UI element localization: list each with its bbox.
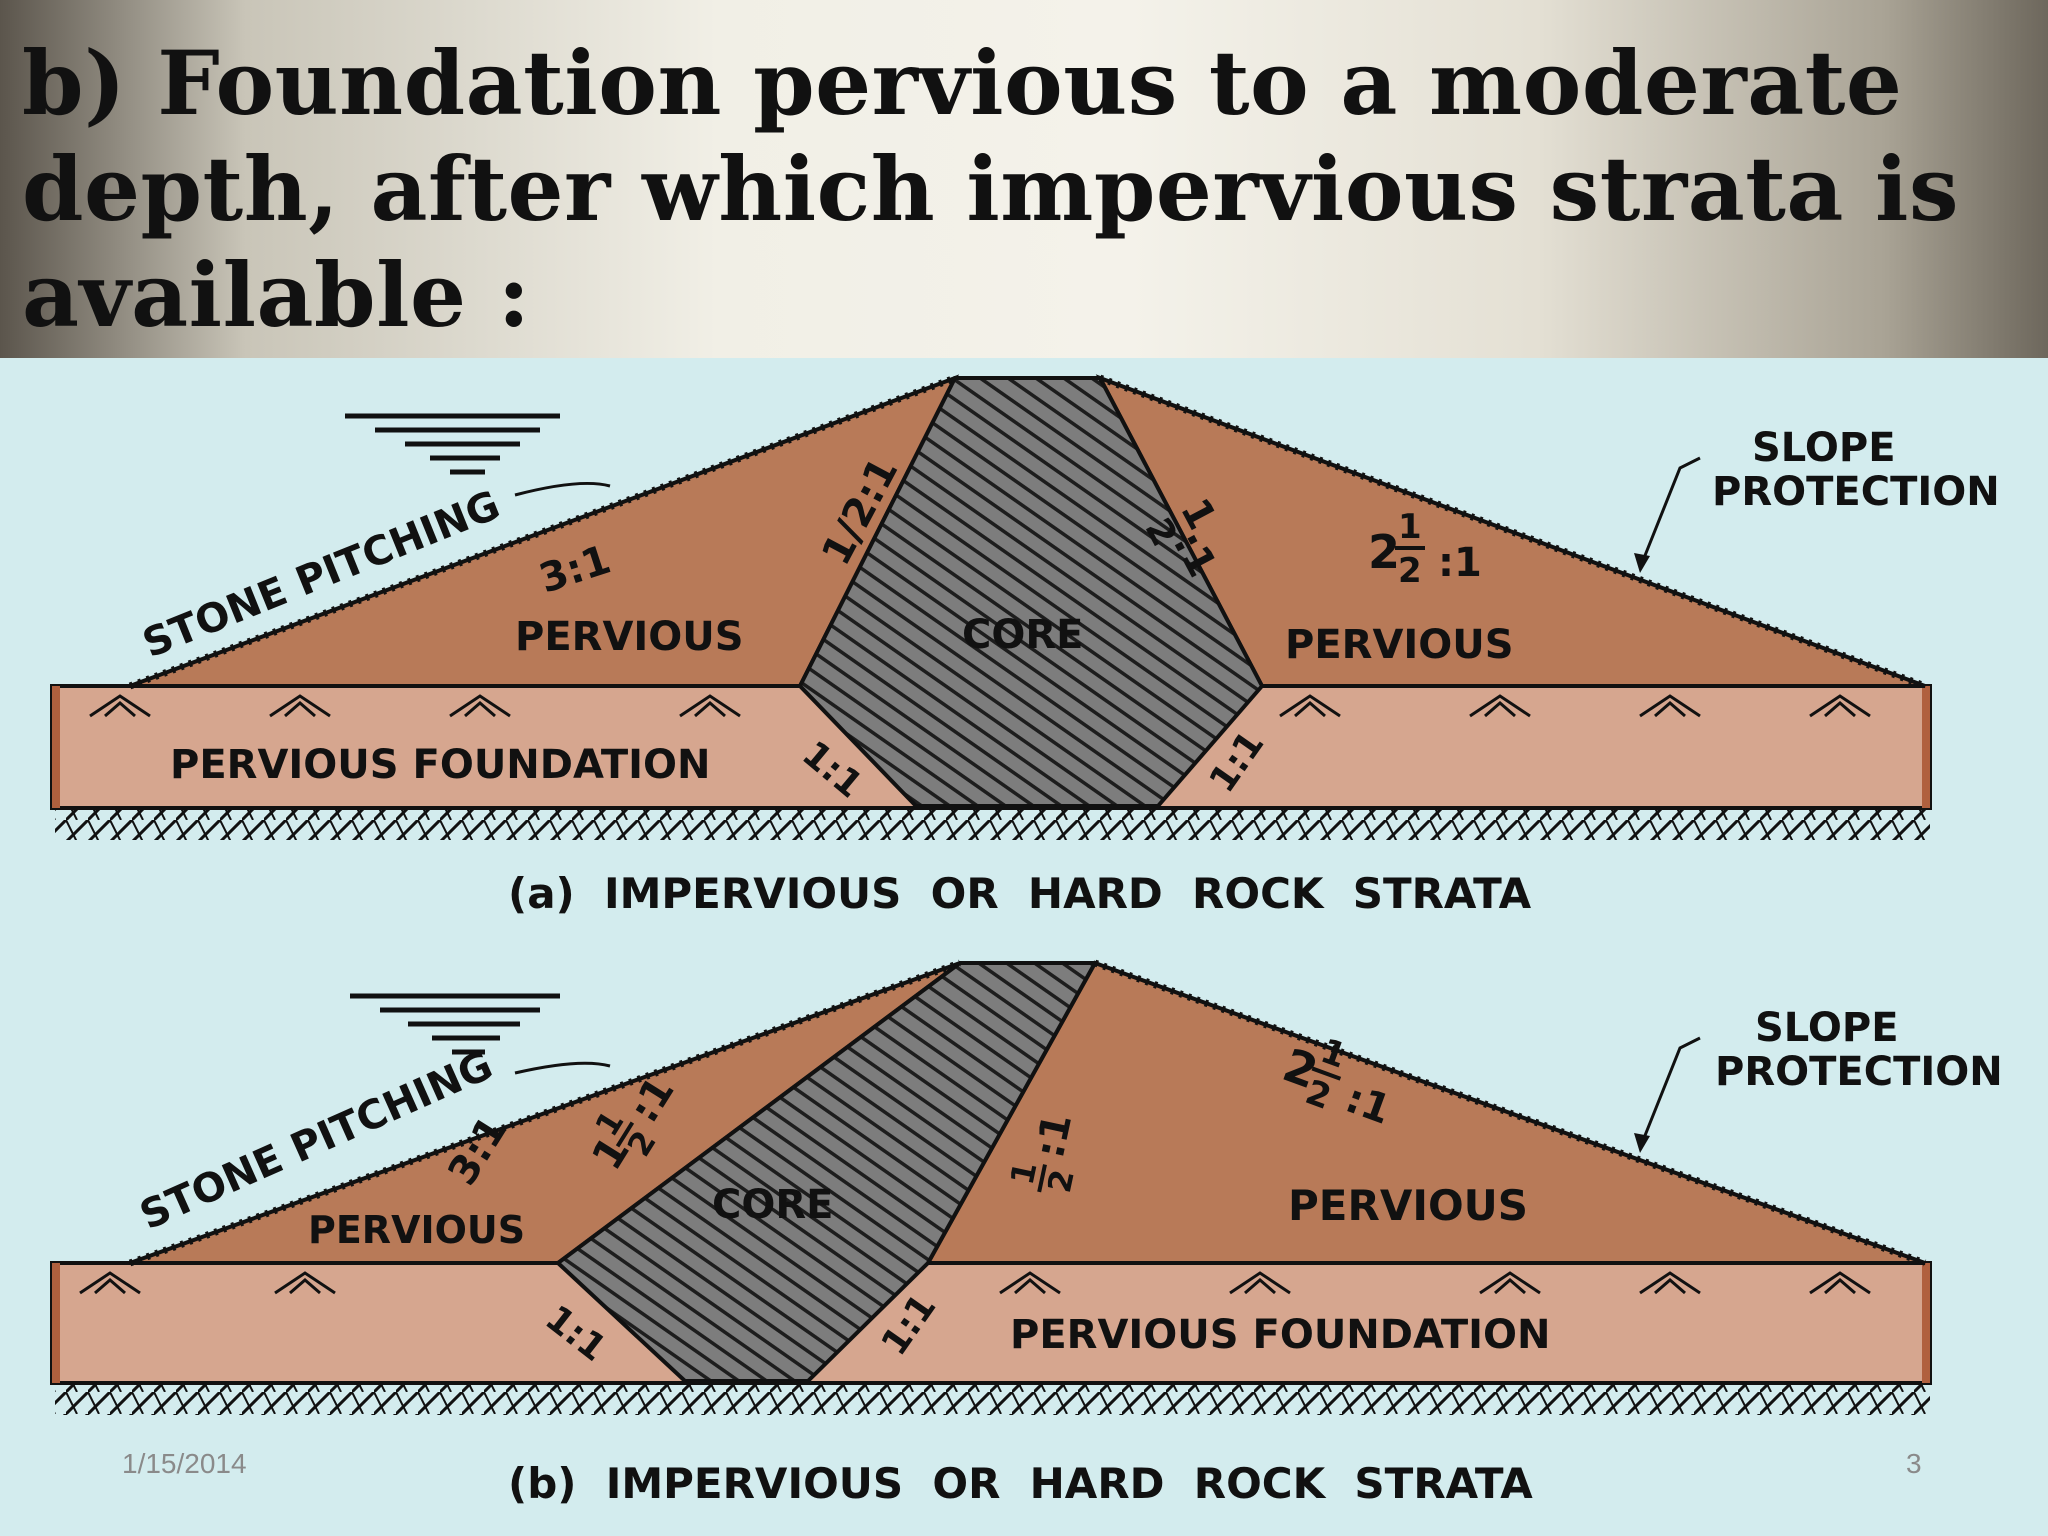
- ground-marks-b: [79, 1271, 1871, 1295]
- downstream-slope-a: 2 1 2 :1: [1368, 507, 1482, 591]
- caption-a: (a) IMPERVIOUS OR HARD ROCK STRATA: [508, 869, 1532, 918]
- rock-strata-b: [55, 1385, 1930, 1415]
- title-bar: b) Foundation pervious to a moderate dep…: [0, 0, 2048, 358]
- slide-title: b) Foundation pervious to a moderate dep…: [22, 31, 1960, 347]
- svg-text::1: :1: [1027, 1110, 1081, 1162]
- foundation-label-a: PERVIOUS FOUNDATION: [170, 742, 711, 788]
- pervious-right-label-b: PERVIOUS: [1288, 1181, 1528, 1230]
- foundation-label-b: PERVIOUS FOUNDATION: [1010, 1312, 1551, 1358]
- pervious-left-label-a: PERVIOUS: [515, 614, 744, 660]
- core-downstream-slope-b: 1 2 :1: [1003, 1110, 1082, 1196]
- slope-protection-label-b-1: SLOPE: [1755, 1005, 1899, 1051]
- water-level-b: [350, 993, 560, 1055]
- svg-text:2: 2: [1368, 525, 1400, 579]
- svg-text:1: 1: [1398, 507, 1422, 547]
- core-label-b: CORE: [712, 1182, 833, 1228]
- section-b: STONE PITCHING SLOPE PROTECTION 3:1 1 1 …: [50, 959, 2003, 1508]
- core-label-a: CORE: [962, 612, 1083, 658]
- ground-marks-a: [89, 694, 1871, 718]
- svg-text:2: 2: [1398, 551, 1422, 591]
- pervious-left-label-b: PERVIOUS: [308, 1208, 525, 1252]
- caption-b: (b) IMPERVIOUS OR HARD ROCK STRATA: [508, 1459, 1533, 1508]
- pervious-foundation-b: [50, 1261, 1932, 1385]
- pervious-right-label-a: PERVIOUS: [1285, 622, 1514, 668]
- slide-number: 3: [1906, 1448, 1922, 1479]
- slope-protection-label-a-1: SLOPE: [1752, 425, 1896, 471]
- water-level-a: [345, 413, 560, 475]
- slope-protection-label-a-2: PROTECTION: [1712, 469, 2000, 515]
- rock-strata-a: [55, 810, 1930, 840]
- svg-text::1: :1: [1438, 540, 1482, 586]
- section-a: STONE PITCHING SLOPE PROTECTION 3:1 1/2:…: [50, 374, 2000, 918]
- slide-date: 1/15/2014: [122, 1448, 247, 1479]
- slope-protection-label-b-2: PROTECTION: [1715, 1049, 2003, 1095]
- dam-sections-diagram: STONE PITCHING SLOPE PROTECTION 3:1 1/2:…: [50, 374, 2003, 1508]
